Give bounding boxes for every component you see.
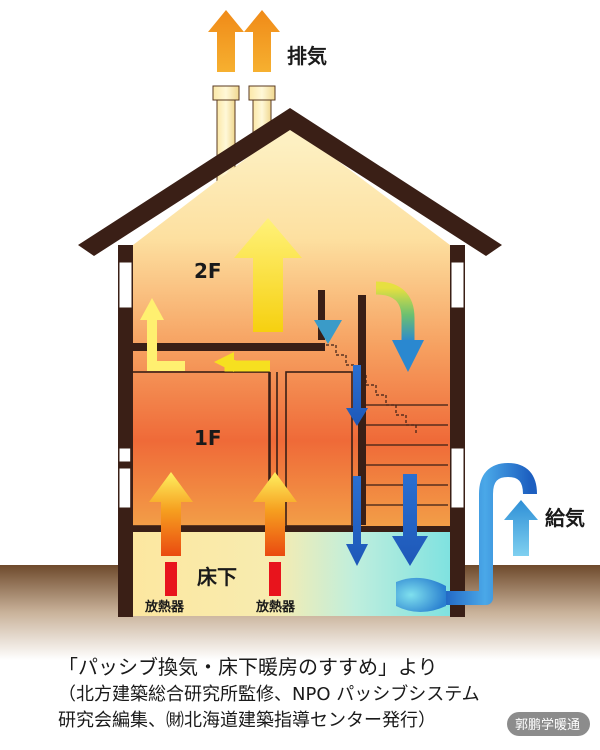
exhaust-label: 排気 [287,44,327,68]
windows [118,261,465,509]
stair-arrowhead [214,352,234,372]
source-caption: 「パッシブ換気・床下暖房のすすめ」より （北方建築総合研究所監修、NPO パッシ… [58,652,598,734]
supply-label: 給気 [545,506,585,530]
left-heat-arrow [149,472,193,556]
left-wall [118,245,133,617]
right-wall [450,245,465,617]
upward-airflow-arrow [234,218,302,332]
cold-air-down-arrows [346,365,428,566]
house-cross-section: 排気 2F 1F 床下 放熱器 放熱器 給気 [0,10,600,660]
curved-down-arrow [375,281,415,342]
watermark-text: 郭鹏学暖通 [514,718,580,733]
right-heat-arrow [253,472,297,556]
left-radiator [165,562,177,596]
left-radiator-label: 放熱器 [144,599,185,615]
right-radiator-label: 放熱器 [255,599,296,615]
watermark: 郭鹏学暖通 [506,712,590,736]
exhaust-arrows [208,10,280,72]
supply-duct [440,463,537,605]
supply-arrow [504,500,538,556]
right-radiator [269,562,281,596]
caption-line-1: （北方建築総合研究所監修、NPO パッシブシステム [58,684,480,705]
left-arrowhead [140,298,164,320]
caption-line-2: 研究会編集、㈶北海道建築指導センター発行） [58,710,436,731]
left-radiator-group [149,472,193,596]
right-radiator-group [253,472,297,596]
supply-nozzle [396,577,446,612]
staircase [326,344,448,506]
first-floor-slab [133,526,450,532]
caption-title: 「パッシブ換気・床下暖房のすすめ」より [58,655,438,679]
upper-partition [318,290,325,340]
first-floor-doors [130,371,353,527]
house-interior [133,125,450,530]
second-floor-label: 2F [194,259,222,283]
down-arrow-2f-small-head [314,320,342,344]
left-circulation-arrow [147,318,185,371]
underfloor-label: 床下 [197,565,237,589]
curved-down-arrowhead [392,340,424,372]
first-floor-label: 1F [194,426,222,450]
second-floor-slab [133,343,325,351]
stair-to-2f-airflow [224,360,270,372]
